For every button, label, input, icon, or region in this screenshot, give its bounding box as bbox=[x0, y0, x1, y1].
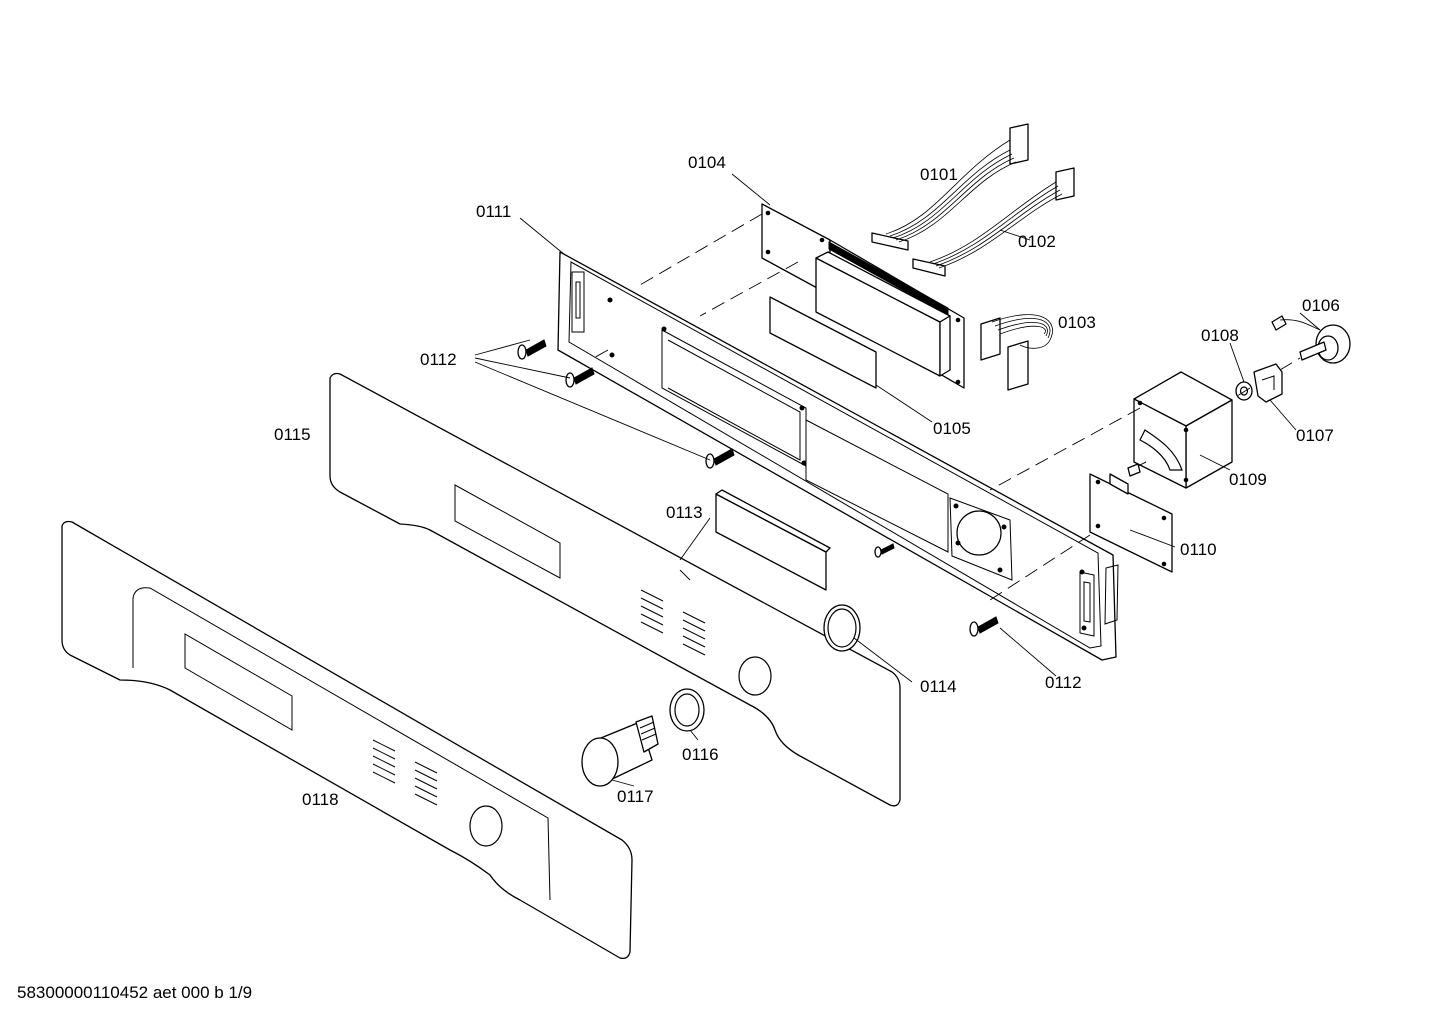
display-window-0113 bbox=[715, 489, 831, 591]
label-0111: 0111 bbox=[476, 202, 511, 221]
panel-0115 bbox=[329, 372, 901, 807]
screws-0112 bbox=[517, 339, 999, 637]
label-0101: 0101 bbox=[920, 165, 958, 184]
label-0113: 0113 bbox=[666, 503, 703, 522]
ring-0114 bbox=[823, 604, 861, 652]
label-0110: 0110 bbox=[1180, 540, 1217, 559]
front-panel-0118 bbox=[61, 520, 633, 960]
assembly-guides bbox=[589, 213, 1301, 601]
label-0108: 0108 bbox=[1201, 326, 1239, 345]
wire-harness-0102 bbox=[912, 167, 1075, 277]
label-0106: 0106 bbox=[1302, 296, 1340, 315]
vent-slots-0118 bbox=[372, 739, 438, 806]
label-0102: 0102 bbox=[1018, 232, 1056, 251]
label-0117: 0117 bbox=[617, 787, 654, 806]
bracket-0107 bbox=[1253, 363, 1283, 403]
document-id: 58300000110452 aet 000 b 1/9 bbox=[17, 983, 252, 1002]
sensor-0106 bbox=[1271, 315, 1351, 364]
label-0107: 0107 bbox=[1296, 426, 1334, 445]
label-0118: 0118 bbox=[302, 790, 339, 809]
nut-0108 bbox=[1235, 381, 1253, 401]
vent-slots-0115 bbox=[640, 589, 706, 656]
leader-lines bbox=[474, 173, 1321, 787]
knob-0117 bbox=[581, 715, 659, 787]
screw-b bbox=[565, 367, 595, 388]
screw-e bbox=[874, 543, 895, 558]
screw-d bbox=[969, 616, 999, 637]
label-0115: 0115 bbox=[274, 425, 311, 444]
ring-0116 bbox=[669, 688, 705, 732]
label-0109: 0109 bbox=[1229, 470, 1267, 489]
display-glass-0105 bbox=[769, 296, 877, 389]
bracket-box-0109 bbox=[1133, 371, 1233, 489]
label-0104: 0104 bbox=[688, 153, 726, 172]
pcb-0110 bbox=[1089, 461, 1173, 573]
circuit-board-0104 bbox=[761, 203, 965, 389]
screw-c bbox=[705, 448, 735, 469]
wire-harness-0101 bbox=[871, 123, 1029, 251]
label-0105: 0105 bbox=[933, 419, 971, 438]
label-0112-left: 0112 bbox=[420, 350, 457, 369]
part-labels: 0104 0101 0111 0102 0106 0103 0108 0112 … bbox=[274, 153, 1340, 809]
label-0112-right: 0112 bbox=[1045, 673, 1082, 692]
label-0114: 0114 bbox=[920, 677, 957, 696]
label-0116: 0116 bbox=[682, 745, 719, 764]
frame-0111 bbox=[557, 251, 1119, 661]
label-0103: 0103 bbox=[1058, 313, 1096, 332]
wire-harness-0103 bbox=[980, 314, 1053, 391]
screw-a bbox=[517, 339, 547, 360]
